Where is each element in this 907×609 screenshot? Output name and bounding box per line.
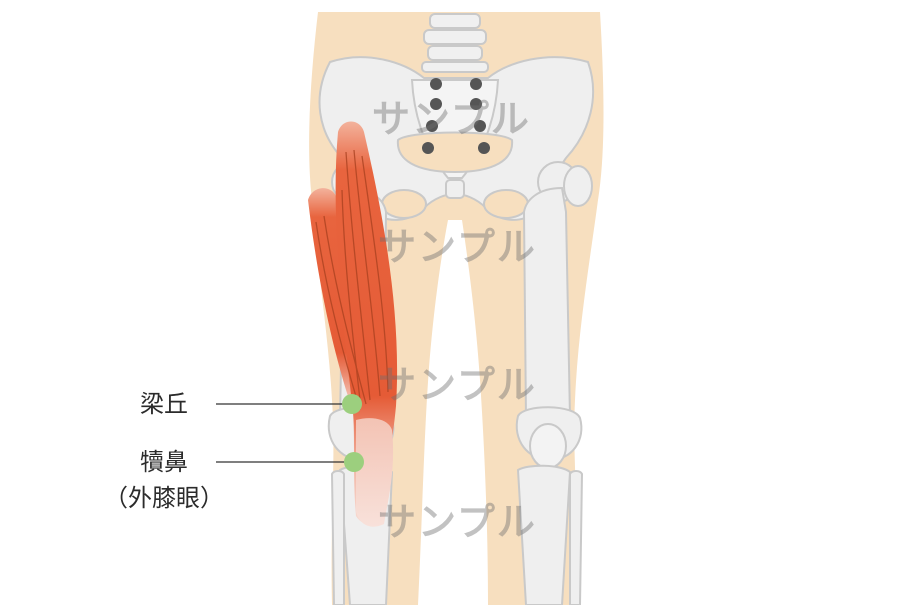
watermark-1: サンプル [372,97,531,141]
tibia-fibula-right [516,464,584,606]
acupoint-label-dubi: 犢鼻 [140,448,188,476]
watermark-4: サンプル [378,500,537,544]
acupoint-dubi [344,452,364,472]
quadriceps-muscle [308,121,398,527]
patella-right [529,423,567,469]
obturator-left [381,189,427,219]
acupoint-label-dubi-alt: （外膝眼） [104,484,224,512]
coccyx [445,179,465,199]
obturator-right [483,189,529,219]
lumbar-spine [421,13,489,73]
watermark-2: サンプル [378,225,537,269]
greater-trochanter-right [563,165,593,207]
femur-right [515,161,593,469]
acupoint-label-liangqiu: 梁丘 [140,390,188,418]
acupoint-liangqiu [342,394,362,414]
sacral-foramina [422,78,490,154]
watermark-3: サンプル [378,363,537,407]
